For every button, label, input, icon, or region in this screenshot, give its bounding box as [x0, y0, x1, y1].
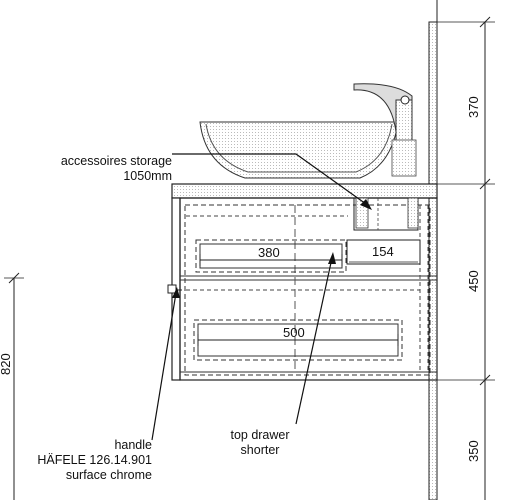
dimension-380: 380 — [199, 245, 343, 266]
dimension-350-label: 350 — [466, 440, 481, 462]
dimension-380-label: 380 — [258, 245, 280, 260]
accessoires-line-1: accessoires storage — [60, 154, 172, 168]
top-drawer-note: top drawer shorter — [200, 428, 320, 458]
washbasin — [199, 121, 399, 179]
faucet — [353, 83, 417, 177]
right-dimension-chain: 370 450 350 — [437, 16, 495, 500]
dimension-154-label: 154 — [372, 244, 394, 259]
top-drawer-line-2: shorter — [240, 443, 280, 457]
dimension-820: 820 — [0, 272, 24, 500]
leader-lines — [151, 153, 372, 441]
handle-line-1: handle — [114, 438, 152, 452]
accessoires-storage-note: accessoires storage 1050mm — [38, 154, 172, 184]
accessoires-line-2: 1050mm — [123, 169, 172, 183]
cabinet — [171, 197, 438, 381]
dimension-500-label: 500 — [283, 325, 305, 340]
dimension-450-label: 450 — [466, 270, 481, 292]
dimension-370-label: 370 — [466, 96, 481, 118]
dimension-154: 154 — [346, 239, 421, 265]
handle-note: handle HÄFELE 126.14.901 surface chrome — [10, 438, 152, 483]
handle-line-3: surface chrome — [65, 468, 152, 482]
top-drawer-line-1: top drawer — [230, 428, 290, 442]
handle-line-2: HÄFELE 126.14.901 — [37, 453, 152, 467]
dimension-820-label: 820 — [0, 353, 13, 375]
dimension-500: 500 — [197, 325, 399, 346]
countertop — [171, 183, 438, 199]
